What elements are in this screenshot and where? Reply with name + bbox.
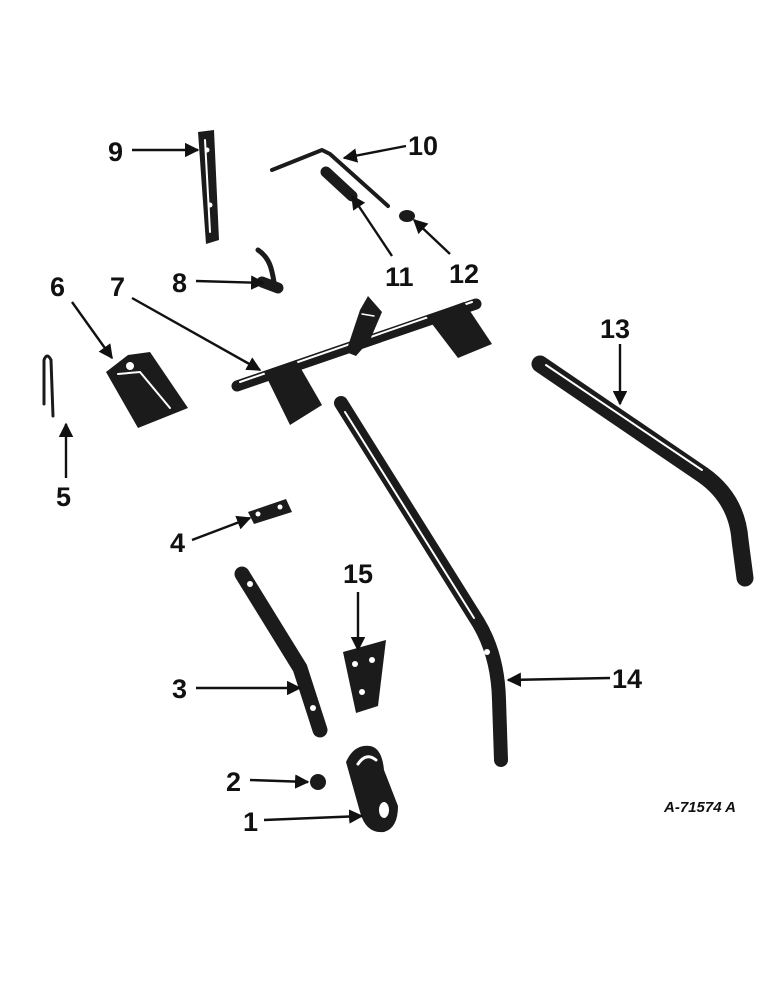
callout-2: 2 (226, 767, 241, 797)
leader-4 (191, 515, 252, 542)
part-15-angle-plate (343, 640, 386, 713)
leader-lines (58, 142, 628, 824)
leader-14 (506, 672, 611, 687)
leader-11 (351, 194, 393, 257)
part-4-plate (248, 499, 292, 524)
callout-15: 15 (343, 559, 373, 589)
part-11-sleeve (320, 166, 358, 202)
callout-5: 5 (56, 482, 71, 512)
part-7-shaft-assembly (231, 296, 492, 425)
part-3-bent-strap (234, 566, 328, 738)
part-10-bent-rod (270, 148, 390, 208)
leader-8 (195, 275, 266, 290)
part-13-bent-tube (531, 355, 754, 587)
callout-labels: 9 10 11 12 8 6 7 13 5 4 15 3 14 2 1 (50, 131, 642, 837)
callout-9: 9 (108, 137, 123, 167)
part-14-bent-bar (334, 396, 508, 767)
leader-2 (249, 774, 310, 789)
callout-8: 8 (172, 268, 187, 298)
callout-13: 13 (600, 314, 630, 344)
callout-6: 6 (50, 272, 65, 302)
callout-11: 11 (385, 262, 414, 292)
callout-7: 7 (110, 272, 125, 302)
callout-12: 12 (449, 259, 479, 289)
part-12-nut (399, 210, 415, 222)
part-1-clamp (346, 745, 398, 833)
callout-1: 1 (243, 807, 258, 837)
callout-14: 14 (612, 664, 642, 694)
callout-10: 10 (408, 131, 438, 161)
part-2-nut (310, 774, 326, 790)
part-9-strap (198, 130, 219, 244)
leader-7 (131, 296, 262, 372)
leader-6 (71, 301, 113, 360)
part-6-bracket (106, 352, 188, 428)
callout-4: 4 (170, 528, 185, 558)
part-5-u-bolt (42, 354, 55, 418)
reference-code: A-71574 A (663, 799, 736, 816)
callout-3: 3 (172, 674, 187, 704)
leader-1 (263, 809, 364, 824)
leader-10 (342, 144, 407, 163)
leader-12 (412, 219, 451, 255)
